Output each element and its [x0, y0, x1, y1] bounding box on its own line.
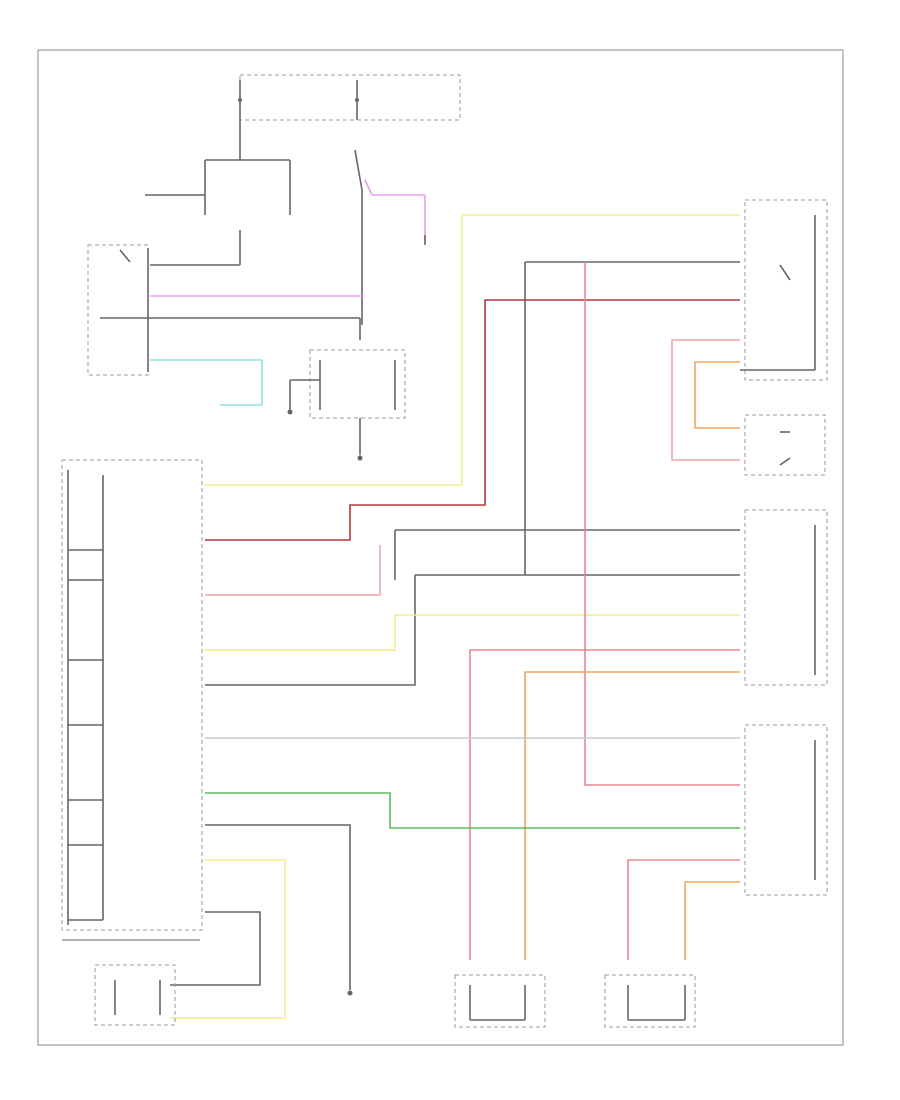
- diagram-border: [37, 49, 844, 1046]
- left-front-window-motor: [454, 974, 546, 1028]
- left-rear-window-switch: [744, 509, 828, 686]
- master-window-switch: [87, 244, 362, 406]
- right-front-window-switch: [627, 724, 828, 960]
- left-front-window-motor-small: [94, 964, 176, 1026]
- master-switch-stack: [61, 459, 203, 931]
- right-front-window-motor: [604, 974, 696, 1028]
- window-relay: [287, 349, 406, 461]
- fuse-block: [238, 74, 461, 160]
- upper-left-feeds: [145, 149, 426, 325]
- right-rear-window-motor: [671, 339, 826, 476]
- right-rear-window-switch: [740, 199, 828, 381]
